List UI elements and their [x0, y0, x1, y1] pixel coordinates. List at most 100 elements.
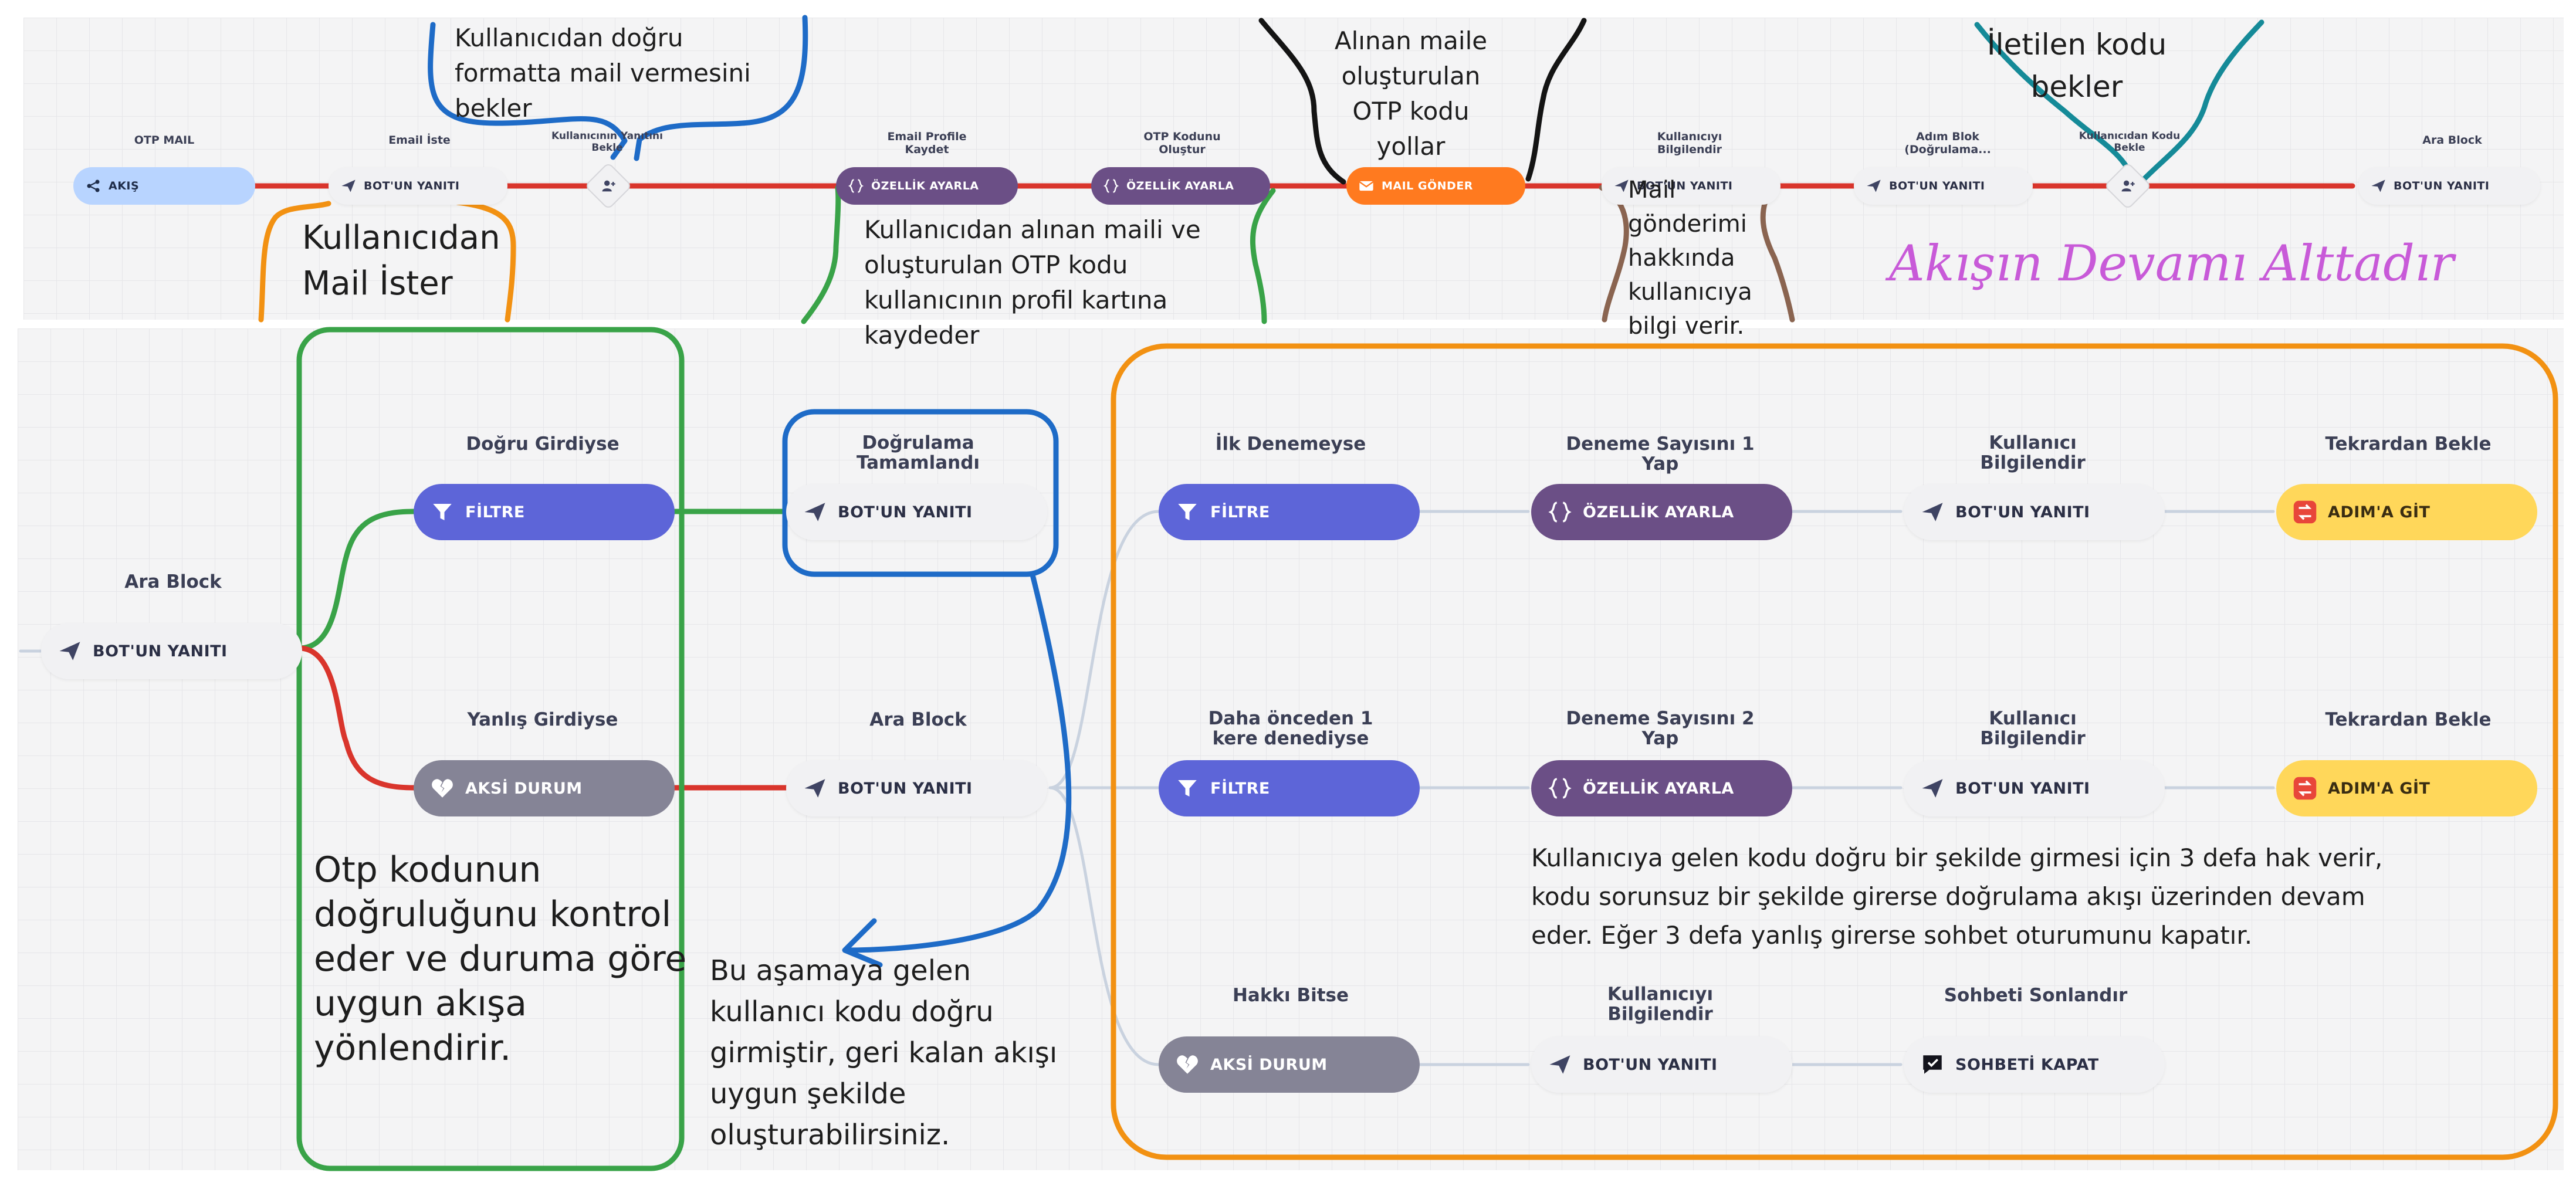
node-label: SOHBETİ KAPAT	[1955, 1055, 2099, 1074]
node-label: BOT'UN YANITI	[364, 179, 460, 192]
filter-icon	[1175, 500, 1200, 524]
send-icon	[1920, 500, 1945, 524]
send-icon	[1613, 178, 1630, 194]
label-ara-block-2: Ara Block	[869, 709, 967, 730]
label-ara-block-top: Ara Block	[2422, 134, 2482, 147]
kullanici-bilgilendir-2-node[interactable]: BOT'UN YANITI	[1904, 760, 2165, 816]
label-sohbeti-sonlandir: Sohbeti Sonlandır	[1944, 985, 2128, 1006]
node-label: ÖZELLİK AYARLA	[1126, 179, 1234, 192]
label-kullaniciyi-bilgilendir: Kullanıcıyı Bilgilendir	[1607, 984, 1714, 1025]
filter-icon	[1175, 776, 1200, 801]
jump-icon	[2293, 776, 2317, 801]
label-adim-blok: Adım Blok (Doğrulama...	[1904, 130, 1991, 156]
node-label: FİLTRE	[1210, 779, 1270, 798]
label-otp-mail: OTP MAIL	[134, 134, 195, 147]
label-yanlis-girdiyse: Yanlış Girdiyse	[467, 709, 618, 730]
ozellik-ayarla-1-node[interactable]: ÖZELLİK AYARLA	[1531, 484, 1792, 540]
braces-icon	[1103, 178, 1119, 194]
filtre-daha-once-node[interactable]: FİLTRE	[1159, 760, 1420, 816]
label-dogru-girdiyse: Doğru Girdiyse	[466, 433, 620, 455]
send-icon	[1548, 1052, 1572, 1077]
note-mail-format: Kullanıcıdan doğru formatta mail vermesi…	[455, 23, 751, 123]
braces-icon	[1548, 776, 1572, 801]
label-ilk-denemeyse: İlk Denemeyse	[1215, 433, 1366, 455]
node-label: BOT'UN YANITI	[1889, 179, 1985, 192]
note-mail-ister: Kullanıcıdan Mail İster	[302, 219, 500, 303]
label-tekrardan-bekle-1: Tekrardan Bekle	[2325, 433, 2492, 455]
node-label: ADIM'A GİT	[2328, 779, 2431, 798]
ozellik-ayarla-2-node[interactable]: ÖZELLİK AYARLA	[1531, 760, 1792, 816]
send-icon	[57, 639, 82, 663]
note-mail-info: Mail gönderimi hakkında kullanıcıya bilg…	[1628, 177, 1752, 340]
adima-git-1-node[interactable]: ADIM'A GİT	[2276, 484, 2537, 540]
sohbeti-kapat-node[interactable]: SOHBETİ KAPAT	[1904, 1036, 2165, 1093]
adim-blok-node[interactable]: BOT'UN YANITI	[1854, 167, 2033, 205]
node-label: FİLTRE	[465, 503, 525, 521]
email-profile-kaydet-node[interactable]: ÖZELLİK AYARLA	[836, 167, 1018, 205]
user-wait-icon	[591, 169, 625, 203]
label-kullanici-bilgilendir-2: Kullanıcı Bilgilendir	[1980, 708, 2086, 749]
label-otp-kodunu-olustur: OTP Kodunu Oluştur	[1143, 130, 1221, 156]
label-hakki-bitse: Hakkı Bitse	[1232, 985, 1349, 1006]
kullaniciyi-bilgilendir-node[interactable]: BOT'UN YANITI	[1602, 167, 1780, 205]
node-label: BOT'UN YANITI	[1955, 779, 2090, 798]
jump-icon	[2293, 500, 2317, 524]
aksi-durum-hak-node[interactable]: AKSİ DURUM	[1159, 1036, 1420, 1093]
node-label: BOT'UN YANITI	[1955, 503, 2090, 521]
send-icon	[803, 500, 827, 524]
label-ara-block: Ara Block	[124, 571, 222, 592]
broken-heart-icon	[1175, 1052, 1200, 1077]
broken-heart-icon	[430, 776, 455, 801]
dogrulama-tamamlandi-node[interactable]: BOT'UN YANITI	[786, 484, 1047, 540]
filtre-ilk-node[interactable]: FİLTRE	[1159, 484, 1420, 540]
note-continue-below: Akışın Devamı Alttadır	[1889, 235, 2454, 292]
aksi-durum-node[interactable]: AKSİ DURUM	[414, 760, 675, 816]
label-kullanicidan-kodu-bekle: Kullanıcıdan Kodu Bekle	[2079, 130, 2181, 154]
filtre-dogru-node[interactable]: FİLTRE	[414, 484, 675, 540]
node-label: ÖZELLİK AYARLA	[1583, 503, 1734, 521]
ara-block-node[interactable]: BOT'UN YANITI	[41, 623, 302, 679]
braces-icon	[848, 178, 864, 194]
mail-icon	[1358, 178, 1375, 194]
node-label: BOT'UN YANITI	[1583, 1055, 1718, 1074]
mail-gonder-node[interactable]: MAIL GÖNDER	[1346, 167, 1525, 205]
note-verified: Bu aşamaya gelen kullanıcı kodu doğru gi…	[710, 954, 1058, 1151]
node-label: ADIM'A GİT	[2328, 503, 2431, 521]
chat-close-icon	[1920, 1052, 1945, 1077]
node-label: AKSİ DURUM	[465, 779, 583, 798]
braces-icon	[1548, 500, 1572, 524]
send-icon	[803, 776, 827, 801]
kullanici-bilgilendir-1-node[interactable]: BOT'UN YANITI	[1904, 484, 2165, 540]
flow-start-icon	[85, 178, 101, 194]
kullaniciyi-bilgilendir-3-node[interactable]: BOT'UN YANITI	[1531, 1036, 1792, 1093]
label-deneme-sayisini-1: Deneme Sayısını 1 Yap	[1566, 433, 1755, 475]
send-icon	[1920, 776, 1945, 801]
label-email-profile-kaydet: Email Profile Kaydet	[887, 130, 967, 156]
node-label: AKIŞ	[109, 179, 140, 192]
label-dogrulama-tamamlandi: Doğrulama Tamamlandı	[856, 432, 980, 473]
label-kullanicinin-yanitini-bekle: Kullanıcının Yanıtını Bekle	[551, 130, 663, 154]
node-label: AKSİ DURUM	[1210, 1055, 1328, 1074]
node-label: BOT'UN YANITI	[1637, 179, 1733, 192]
label-tekrardan-bekle-2: Tekrardan Bekle	[2325, 709, 2492, 730]
node-label: BOT'UN YANITI	[93, 642, 228, 660]
label-kullanici-bilgilendir-1: Kullanıcı Bilgilendir	[1980, 432, 2086, 473]
send-icon	[1866, 178, 1882, 194]
note-otp-send: Alınan maile oluşturulan OTP kodu yollar	[1334, 26, 1488, 161]
node-label: BOT'UN YANITI	[838, 503, 973, 521]
node-label: BOT'UN YANITI	[2394, 179, 2490, 192]
akis-node[interactable]: AKIŞ	[73, 167, 255, 205]
otp-kodunu-olustur-node[interactable]: ÖZELLİK AYARLA	[1091, 167, 1270, 205]
user-wait-icon	[2111, 169, 2145, 203]
node-label: ÖZELLİK AYARLA	[871, 179, 979, 192]
note-wait-code: İletilen kodu bekler	[1986, 28, 2167, 104]
note-profile-save: Kullanıcıdan alınan maili ve oluşturulan…	[864, 215, 1201, 350]
node-label: MAIL GÖNDER	[1382, 179, 1473, 192]
filter-icon	[430, 500, 455, 524]
node-label: BOT'UN YANITI	[838, 779, 973, 798]
adima-git-2-node[interactable]: ADIM'A GİT	[2276, 760, 2537, 816]
ara-block-2-node[interactable]: BOT'UN YANITI	[786, 760, 1047, 816]
email-iste-node[interactable]: BOT'UN YANITI	[329, 167, 507, 205]
ara-block-top-node[interactable]: BOT'UN YANITI	[2358, 167, 2540, 205]
label-daha-once: Daha önceden 1 kere denediyse	[1208, 708, 1373, 749]
